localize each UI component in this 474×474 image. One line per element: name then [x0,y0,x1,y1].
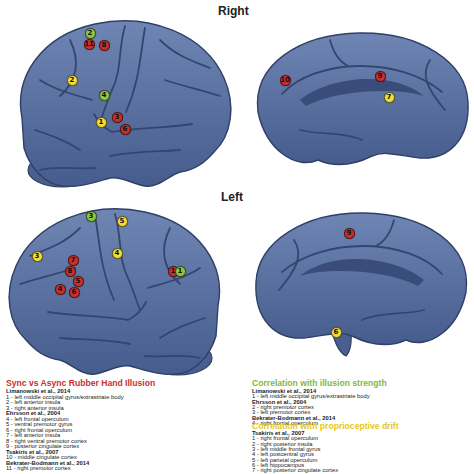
region-marker: 1 [96,117,107,128]
region-marker: 6 [331,327,342,338]
callout-number: 11 [84,41,94,48]
region-marker: 5 [73,276,84,287]
callout-number: 2 [70,77,75,84]
region-marker: 3 [86,211,97,222]
callout-number: 1 [178,268,183,275]
region-marker: 1 [175,266,186,277]
medial-brain [257,33,468,164]
region-marker: 4 [99,90,110,101]
region-marker: 2 [85,28,96,39]
callout-number: 5 [120,218,125,225]
callout-number: 8 [102,42,107,49]
lateral-brain [9,209,219,375]
region-entry: 7 - right posterior cingulate cortex [252,468,338,474]
region-marker: 3 [32,251,43,262]
region-marker: 6 [69,287,80,298]
region-marker: 4 [112,248,123,259]
callout-number: 3 [35,253,40,260]
lateral-brain [21,21,231,187]
region-marker: 8 [65,266,76,277]
callout-number: 6 [334,329,339,336]
callout-number: 8 [68,268,73,275]
callout-number: 9 [378,73,383,80]
region-marker: 9 [344,228,355,239]
callout-number: 7 [387,94,392,101]
callout-number: 10 [280,77,290,84]
callout-number: 2 [88,30,93,37]
callout-number: 3 [89,213,94,220]
legend-heading: Correlation with illusion strength [252,379,387,388]
region-marker: 9 [375,71,386,82]
medial-brain [256,213,467,356]
region-marker: 7 [68,255,79,266]
region-marker: 6 [120,124,131,135]
region-marker: 7 [384,92,395,103]
legend-heading: Correlation with proprioceptive drift [252,422,399,431]
callout-number: 6 [123,126,128,133]
callout-number: 4 [58,286,63,293]
callout-number: 4 [115,250,120,257]
region-marker: 3 [112,112,123,123]
region-marker: 2 [67,75,78,86]
region-marker: 10 [280,75,291,86]
region-marker: 4 [55,284,66,295]
callout-number: 5 [76,278,81,285]
callout-number: 3 [115,114,120,121]
hemisphere-title: Right [218,5,249,17]
callout-number: 4 [102,92,107,99]
callout-number: 6 [72,289,77,296]
region-entry: 11 - right premotor cortex [6,466,71,472]
callout-number: 9 [347,230,352,237]
legend-heading: Sync vs Async Rubber Hand Illusion [6,379,155,388]
hemisphere-title: Left [221,191,243,203]
callout-number: 7 [71,257,76,264]
region-marker: 11 [84,39,95,50]
callout-number: 1 [99,119,104,126]
region-marker: 5 [117,216,128,227]
region-marker: 8 [99,40,110,51]
